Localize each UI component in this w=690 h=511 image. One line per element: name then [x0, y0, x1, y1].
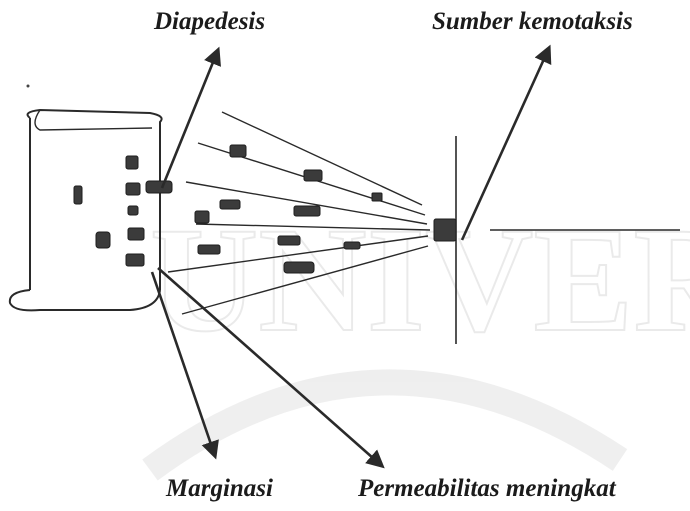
- label-diapedesis: Diapedesis: [154, 9, 265, 34]
- cell-vessel-3: [74, 186, 82, 204]
- cell-diapedesis: [146, 181, 172, 193]
- cell-vessel-5: [128, 228, 144, 240]
- cell-migrating-5: [195, 211, 209, 223]
- cell-source: [434, 219, 456, 241]
- cell-migrating-7: [278, 236, 300, 245]
- cell-vessel-2: [126, 183, 140, 195]
- cell-migrating-8: [344, 242, 360, 249]
- cell-migrating-3: [372, 193, 382, 201]
- label-sumber-kemotaksis: Sumber kemotaksis: [432, 9, 633, 34]
- cell-vessel-1: [126, 156, 138, 169]
- cell-migrating-9: [198, 245, 220, 254]
- cell-migrating-4: [220, 200, 240, 209]
- cell-migrating-6: [294, 206, 320, 216]
- cell-vessel-6: [96, 232, 110, 248]
- cell-vessel-4: [128, 206, 138, 215]
- watermark-arc: [150, 382, 620, 470]
- label-marginasi: Marginasi: [166, 476, 273, 501]
- cell-migrating-1: [230, 145, 246, 157]
- watermark-text: UNIVERS: [150, 197, 690, 363]
- cell-migrating-2: [304, 170, 322, 181]
- label-permeabilitas-meningkat: Permeabilitas meningkat: [358, 476, 616, 501]
- speck: [27, 85, 30, 88]
- arrow-diapedesis: [162, 50, 218, 188]
- cell-vessel-7: [126, 254, 144, 266]
- cell-migrating-10: [284, 262, 314, 273]
- blood-vessel: [10, 110, 162, 310]
